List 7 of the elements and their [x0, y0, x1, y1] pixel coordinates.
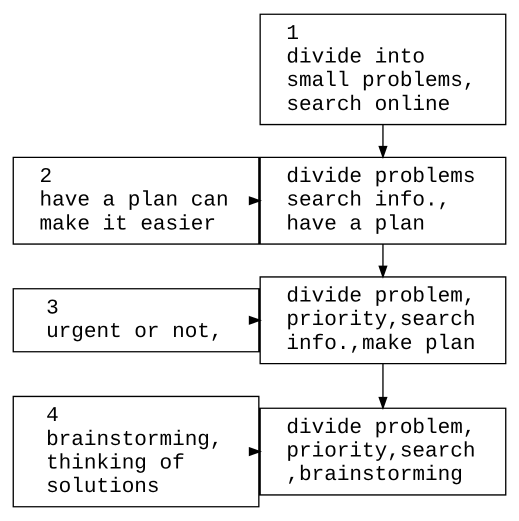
arrow — [248, 446, 262, 456]
arrow — [378, 124, 388, 159]
arrow — [378, 244, 388, 279]
arrow — [248, 196, 262, 206]
arrow — [378, 364, 388, 410]
node-box: 1 divide into small problems, search online — [260, 14, 506, 126]
arrow — [248, 316, 262, 325]
